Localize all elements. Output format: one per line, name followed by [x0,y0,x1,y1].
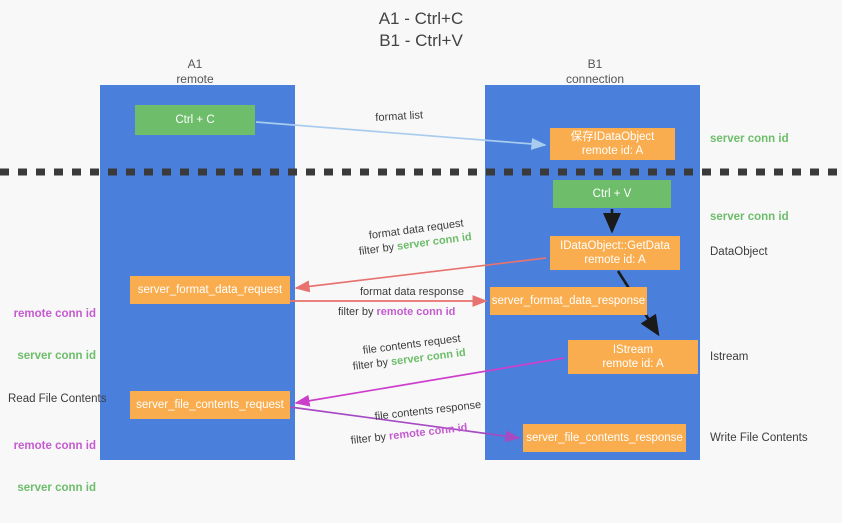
node-label: server_file_contents_response [526,432,683,444]
filter-value: remote conn id [376,306,456,318]
annotation-conn-ids-lower: remote conn id server conn id [8,411,96,523]
node-idataobject-getdata[interactable]: IDataObject::GetData remote id: A [550,236,680,270]
annotation-read-file-contents: Read File Contents [8,393,107,405]
arrow-file-contents-request [294,357,565,407]
annotation-server-conn-id-top: server conn id [710,133,789,145]
arrow-format-list [255,121,547,150]
node-label: Ctrl + V [592,188,632,200]
annotation-dataobject: DataObject [710,246,768,258]
edge-label-format-data-response: format data response [360,286,464,298]
filter-prefix: filter by [352,356,392,373]
annotation-server-conn-id-mid: server conn id [710,211,789,223]
annotation-remote-conn-id: remote conn id [13,308,96,320]
arrow-file-contents-response [289,406,521,443]
node-label: IStream [612,344,654,356]
node-server-format-data-response[interactable]: server_format_data_response [490,287,647,315]
node-label: server_file_contents_request [136,399,284,411]
filter-prefix: filter by [338,306,377,318]
node-label: 保存IDataObject [570,131,655,143]
node-istream[interactable]: IStream remote id: A [568,340,698,374]
node-server-format-data-request[interactable]: server_format_data_request [130,276,290,304]
filter-prefix: filter by [358,240,398,258]
node-sublabel: remote id: A [584,254,646,266]
annotation-server-conn-id: server conn id [17,350,96,362]
node-save-idataobject[interactable]: 保存IDataObject remote id: A [550,128,675,160]
annotation-write-file-contents: Write File Contents [710,432,808,444]
arrows-layer [0,121,842,443]
node-sublabel: remote id: A [581,145,644,157]
node-ctrl-c[interactable]: Ctrl + C [135,105,255,135]
node-ctrl-v[interactable]: Ctrl + V [553,180,671,208]
annotation-istream: Istream [710,351,749,363]
node-server-file-contents-request[interactable]: server_file_contents_request [130,391,290,419]
node-label: Ctrl + C [175,114,215,126]
node-label: IDataObject::GetData [560,240,670,252]
filter-prefix: filter by [350,430,390,447]
annotation-conn-ids-upper: remote conn id server conn id [8,279,96,391]
node-sublabel: remote id: A [602,358,664,370]
annotation-server-conn-id: server conn id [17,482,96,494]
annotation-remote-conn-id: remote conn id [13,440,96,452]
edge-label-format-list: format list [375,109,424,124]
node-server-file-contents-response[interactable]: server_file_contents_response [523,424,686,452]
node-label: server_format_data_response [491,295,646,307]
node-label: server_format_data_request [137,284,283,296]
edge-label-format-data-response-filter: filter by remote conn id [338,305,455,320]
arrow-format-data-request [294,257,547,293]
